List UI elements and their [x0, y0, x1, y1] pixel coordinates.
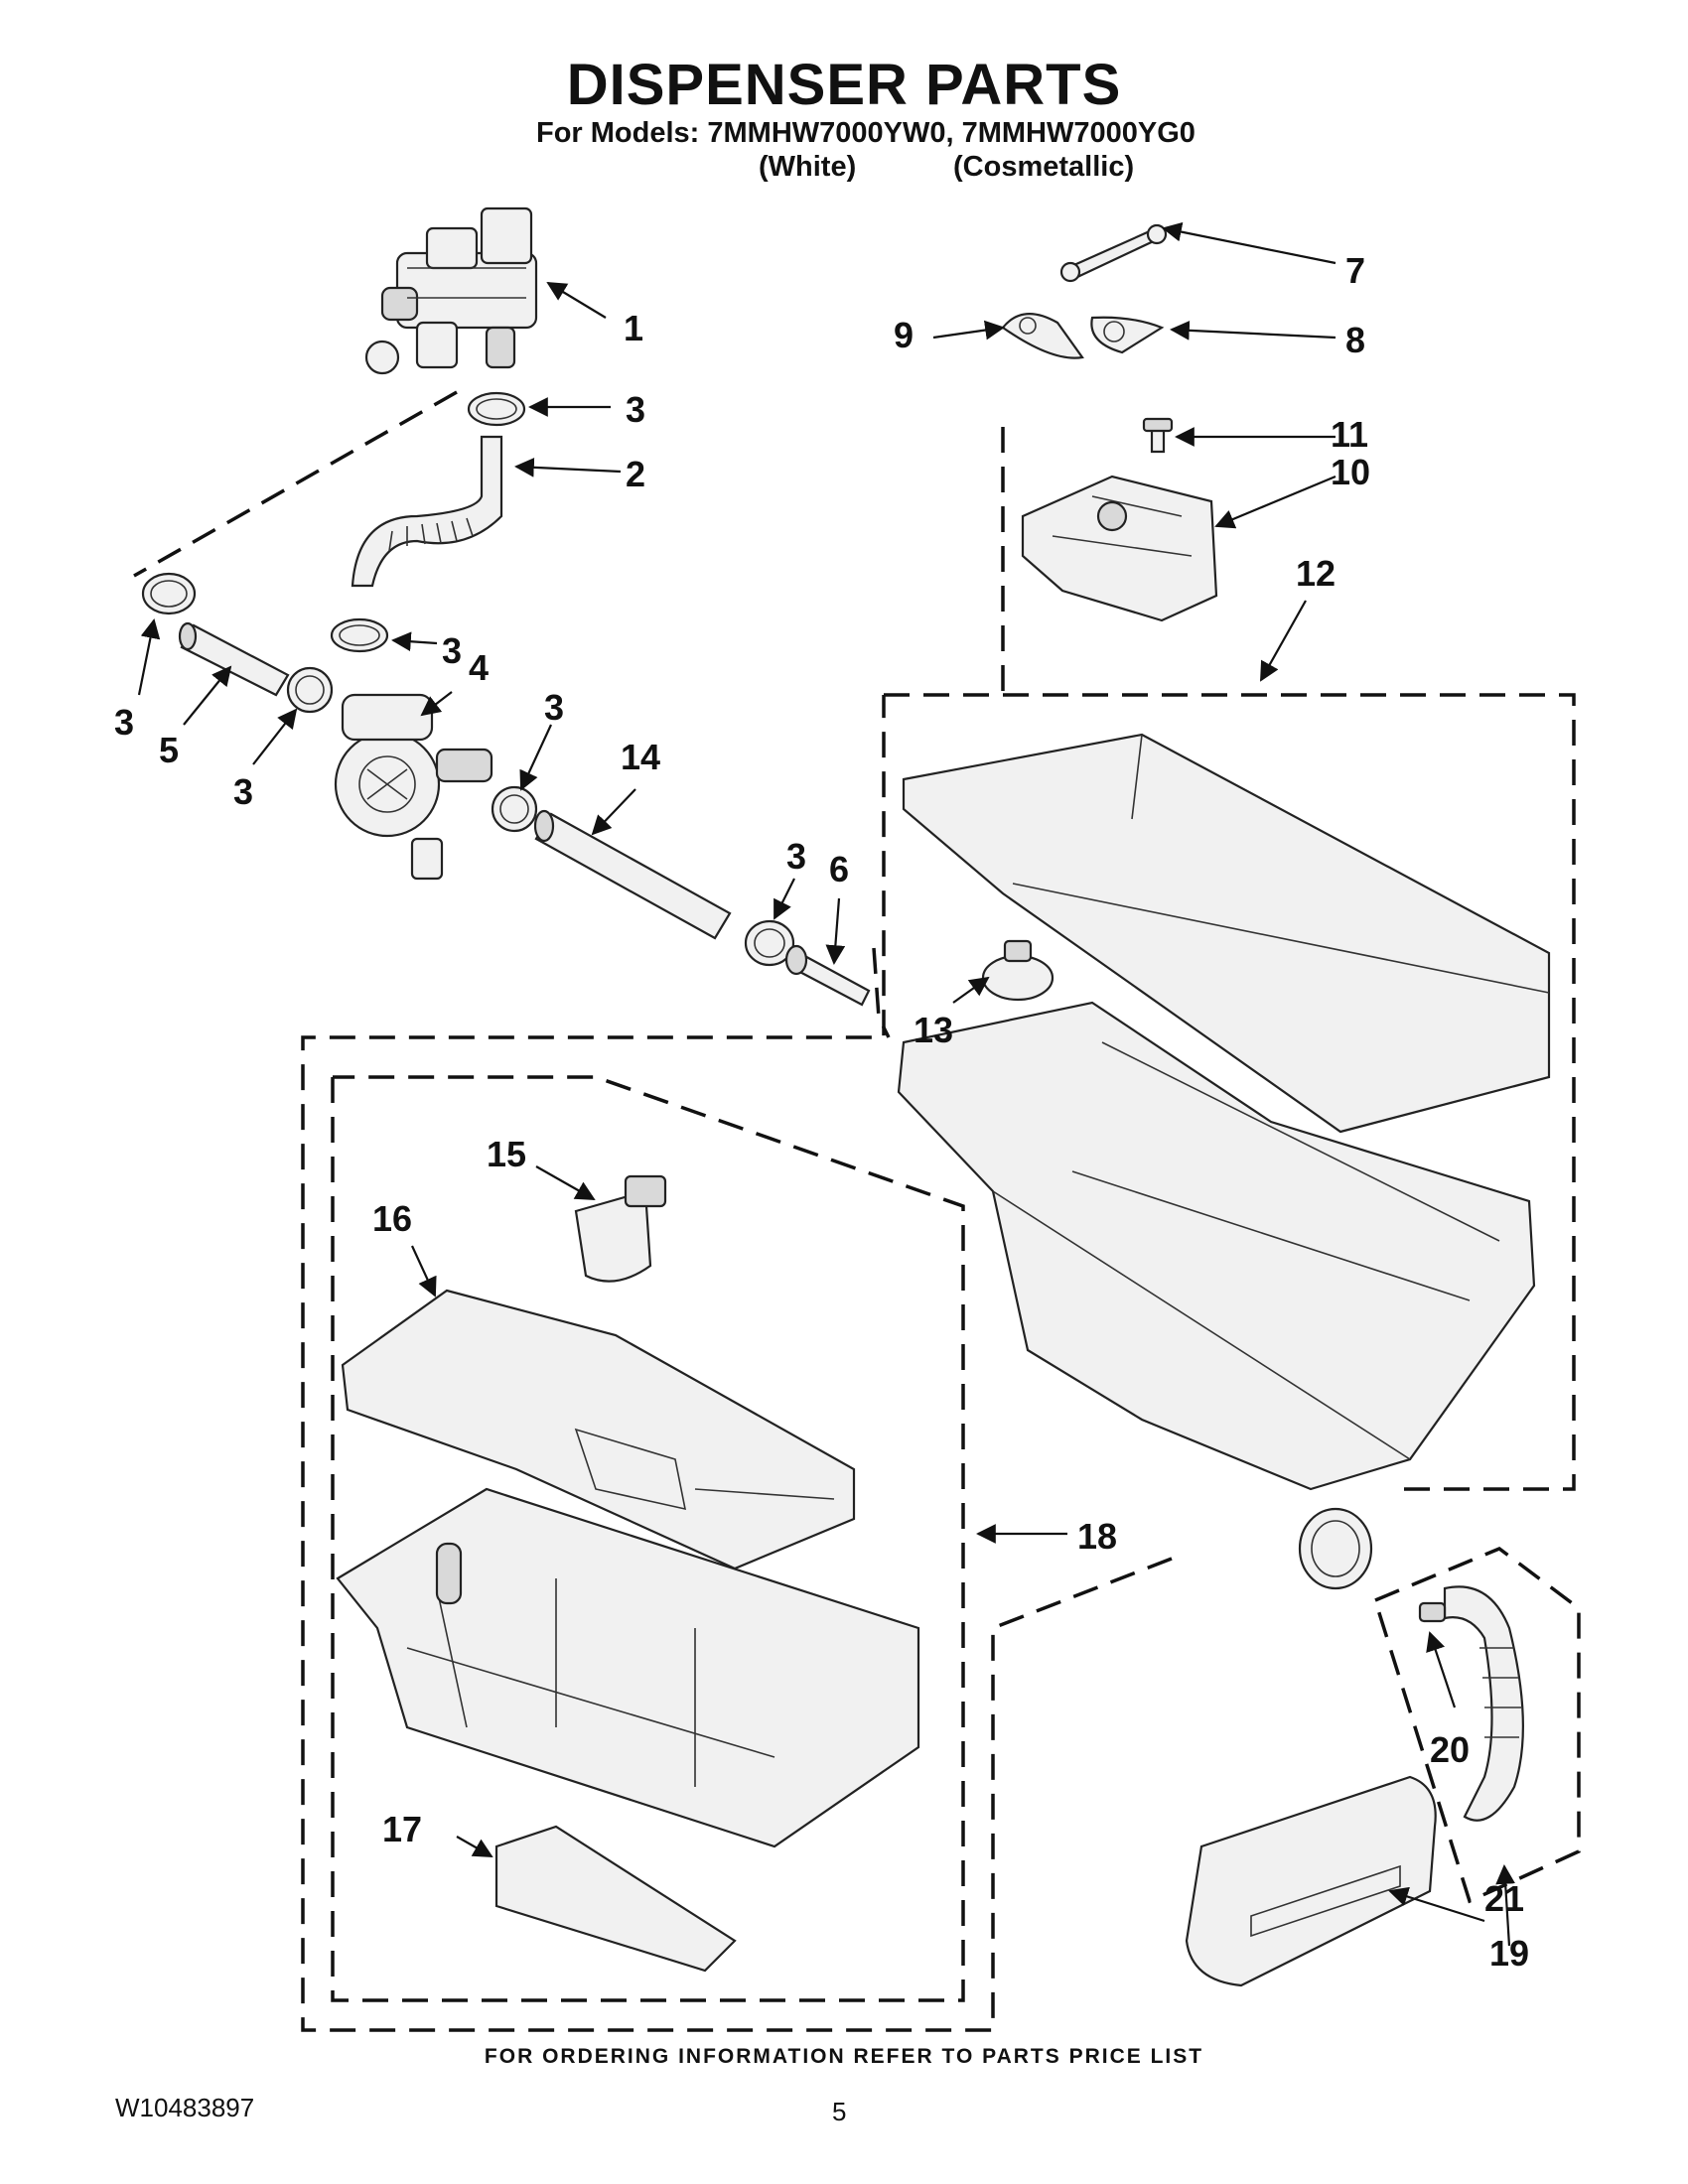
- callout-3-inlet-clamp: 3: [114, 702, 134, 743]
- corrugated-hose-part: [351, 435, 503, 588]
- callout-7: 7: [1345, 250, 1365, 291]
- callout-20: 20: [1430, 1729, 1470, 1770]
- ordering-note: FOR ORDERING INFORMATION REFER TO PARTS …: [484, 2045, 1204, 2068]
- drain-hose-part: [1418, 1585, 1524, 1822]
- callout-17: 17: [382, 1809, 422, 1849]
- callout-10: 10: [1331, 452, 1370, 492]
- callout-5: 5: [159, 730, 179, 770]
- model-subtitle: For Models: 7MMHW7000YW0, 7MMHW7000YG0: [536, 117, 1196, 149]
- hose-group-boundary: [1373, 1547, 1581, 1904]
- variant-cosmetallic: (Cosmetallic): [953, 151, 1135, 183]
- callout-9: 9: [894, 315, 914, 355]
- upper-linkage-parts: [1001, 223, 1168, 359]
- callout-18: 18: [1077, 1516, 1117, 1557]
- page-number: 5: [832, 2097, 847, 2126]
- assembly-boundary-18: [331, 1075, 965, 2002]
- document-number: W10483897: [115, 2093, 255, 2122]
- callout-6: 6: [829, 849, 849, 889]
- inlet-housing-part: [334, 693, 493, 881]
- siphon-cap-part: [574, 1174, 667, 1283]
- actuator-parts: [1021, 417, 1218, 622]
- callout-15: 15: [487, 1134, 526, 1174]
- water-valve-part: [364, 206, 538, 375]
- drawer-handle-part: [1185, 1775, 1437, 1987]
- callout-21: 21: [1484, 1878, 1524, 1919]
- callout-16: 16: [372, 1198, 412, 1239]
- nozzle-part: [784, 944, 871, 1007]
- callout-13: 13: [914, 1010, 953, 1050]
- short-tube-part: [178, 621, 290, 697]
- callout-4: 4: [469, 647, 489, 688]
- callout-12: 12: [1296, 553, 1336, 594]
- dispenser-housing-part: [897, 733, 1551, 1590]
- leader-lines: [137, 221, 1515, 1947]
- callout-19: 19: [1489, 1933, 1529, 1974]
- callout-3-tube-clamp: 3: [233, 771, 253, 812]
- callout-3-lower-hose-clamp: 3: [442, 630, 462, 671]
- dispenser-drawer-parts: [336, 1289, 920, 1848]
- long-tube-part: [533, 809, 732, 940]
- drawer-bracket-part: [494, 1825, 737, 1973]
- callout-11: 11: [1331, 414, 1368, 455]
- variant-white: (White): [759, 151, 857, 183]
- callout-3-housing-clamp: 3: [544, 687, 564, 728]
- callout-1: 1: [624, 308, 643, 348]
- page-title: DISPENSER PARTS: [566, 53, 1122, 117]
- callout-14: 14: [621, 737, 660, 777]
- inlet-connection-line: [133, 390, 891, 1038]
- callout-2: 2: [626, 454, 645, 494]
- callout-3-upper-clamp: 3: [626, 389, 645, 430]
- callout-3-nozzle-clamp: 3: [786, 836, 806, 877]
- callout-8: 8: [1345, 320, 1365, 360]
- hose-clamp-parts: [141, 391, 795, 967]
- assembly-boundary-12: [301, 693, 1576, 2032]
- float-valve-part: [981, 939, 1055, 1002]
